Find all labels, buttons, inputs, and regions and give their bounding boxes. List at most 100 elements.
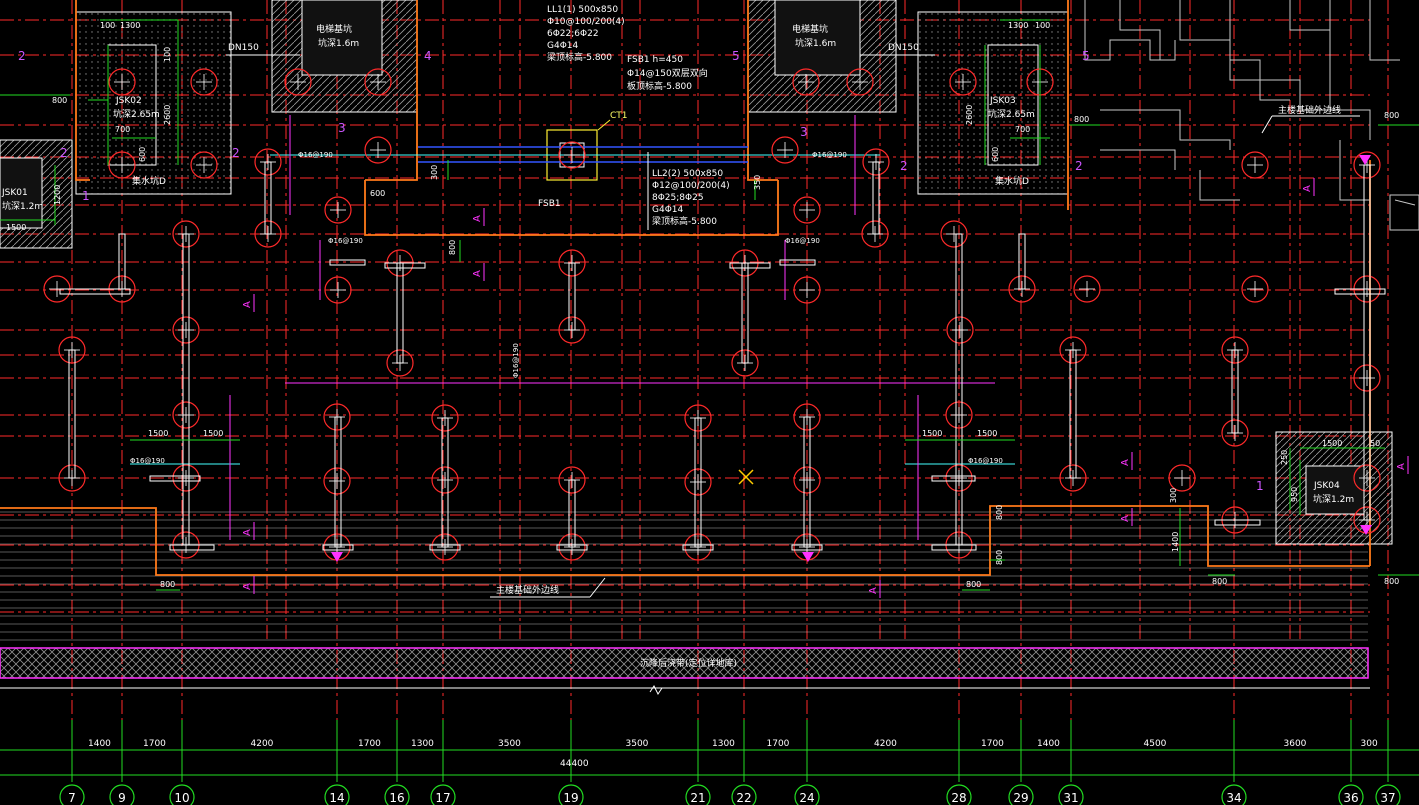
pile-circle (108, 151, 136, 179)
ll2-g: G4Φ14 (652, 205, 684, 215)
pit-jsk02: JSK02 坑深2.65m 集水坑D (75, 11, 232, 195)
pile-cap-ct1: CT1 FSB1 (538, 111, 628, 209)
pile-circle (684, 468, 712, 496)
svg-text:800: 800 (1384, 577, 1399, 586)
svg-text:600: 600 (991, 147, 1000, 162)
svg-text:700: 700 (115, 125, 130, 134)
svg-text:A: A (1120, 515, 1131, 522)
svg-text:A: A (868, 587, 879, 594)
axis-dimension-text: 3500 (498, 739, 521, 749)
pile-circle (190, 151, 218, 179)
svg-text:600: 600 (370, 189, 385, 198)
sump-label: 集水坑D (132, 175, 166, 187)
svg-text:1300: 1300 (120, 21, 140, 30)
svg-text:1200: 1200 (53, 185, 62, 205)
axis-dimension-text: 1300 (411, 739, 434, 749)
svg-text:Φ16@190: Φ16@190 (328, 237, 363, 245)
total-dimension: 44400 (560, 759, 589, 769)
pile-circle (940, 220, 968, 248)
ll2-title: LL2(2) 500x850 (652, 169, 723, 179)
svg-text:4: 4 (424, 49, 432, 63)
svg-text:800: 800 (966, 580, 981, 589)
fsb1-elevation: 板顶标高-5.800 (627, 80, 692, 92)
svg-text:250: 250 (1280, 450, 1289, 465)
elevator-pit-left: 电梯基坑 坑深1.6m (271, 0, 418, 113)
elevator-pit-label: 电梯基坑 (316, 23, 352, 35)
local-dimensions (0, 19, 1419, 591)
svg-text:1500: 1500 (922, 429, 942, 438)
svg-text:300: 300 (1169, 488, 1178, 503)
pile-circle (108, 68, 136, 96)
beam-lines (130, 146, 1015, 465)
axis-label: 10 (174, 791, 189, 805)
axis-bubble (685, 784, 711, 805)
pile-circle (684, 533, 712, 561)
pile-circle (364, 68, 392, 96)
svg-text:主楼基础外边线: 主楼基础外边线 (1278, 104, 1341, 116)
piles (43, 68, 1381, 561)
svg-text:800: 800 (52, 96, 67, 105)
outline-label-right: 主楼基础外边线 (1261, 104, 1360, 134)
svg-text:Φ16@190: Φ16@190 (298, 151, 333, 159)
pile-circle (431, 404, 459, 432)
fsb1-label: FSB1 (538, 199, 561, 209)
axis-dimension-text: 4200 (874, 739, 897, 749)
svg-text:700: 700 (1015, 125, 1030, 134)
pit-label-jsk01: JSK01 (1, 188, 28, 198)
elevator-pit-depth: 坑深1.6m (318, 37, 359, 49)
axis-bubble (1221, 784, 1247, 805)
ll1-g: G4Φ14 (547, 41, 579, 51)
pile-circle (1073, 275, 1101, 303)
axis-label: 37 (1380, 791, 1395, 805)
axis-dimension-text: 1300 (712, 739, 735, 749)
right-existing-outline (1084, 0, 1419, 231)
axis-dimension-text: 1700 (358, 739, 381, 749)
axis-label: 7 (68, 791, 76, 805)
ct1-label: CT1 (610, 111, 628, 121)
axis-dimension-text: 3500 (626, 739, 649, 749)
axis-bubble (1008, 784, 1034, 805)
pile-circle (1008, 275, 1036, 303)
pile-circle (1353, 464, 1381, 492)
axis-label: 17 (435, 791, 450, 805)
ll1-bars: 6Φ22;6Φ22 (547, 29, 599, 39)
pile-circle (431, 466, 459, 494)
fsb1-title: FSB1 h=450 (627, 55, 683, 65)
fsb1-rebar: Φ14@150双层双向 (627, 67, 708, 79)
pile-circle (172, 316, 200, 344)
pile-circle (558, 466, 586, 494)
axis-bubble (946, 784, 972, 805)
axis-bubble (1338, 784, 1364, 805)
pile-circle (324, 276, 352, 304)
cursor-cross (738, 469, 754, 485)
pile-circle (1221, 419, 1249, 447)
ll2-bars: 8Φ25;8Φ25 (652, 193, 704, 203)
pile-circle (793, 196, 821, 224)
ll1-title: LL1(1) 500x850 (547, 5, 618, 15)
svg-text:950: 950 (1290, 487, 1299, 502)
svg-text:800: 800 (160, 580, 175, 589)
ll2-annotation: LL2(2) 500x850 Φ12@100/200(4) 8Φ25;8Φ25 … (647, 152, 730, 230)
svg-text:100: 100 (100, 21, 115, 30)
svg-text:Φ16@190: Φ16@190 (512, 343, 520, 378)
pit-jsk01: JSK01 坑深1.2m (0, 139, 73, 249)
ll2-elevation: 梁顶标高-5.800 (652, 215, 717, 227)
pile-circle (58, 336, 86, 364)
pile-circle (1353, 364, 1381, 392)
pile-circle (1221, 336, 1249, 364)
pile-circle (684, 404, 712, 432)
pile-circle (862, 148, 890, 176)
svg-text:1300: 1300 (1008, 21, 1028, 30)
pile-circle (254, 220, 282, 248)
elevation-markers (331, 155, 1372, 562)
svg-text:1: 1 (1256, 479, 1264, 493)
pile-circle (1168, 464, 1196, 492)
svg-text:2: 2 (232, 146, 240, 160)
elevator-pit-depth: 坑深1.6m (795, 37, 836, 49)
pile-circle (172, 464, 200, 492)
pile-circle (558, 249, 586, 277)
rebar-callouts: Φ16@190 Φ16@190 Φ16@190 Φ16@190 Φ16@190 … (130, 151, 1003, 465)
pit-depth-jsk04: 坑深1.2m (1313, 493, 1354, 505)
